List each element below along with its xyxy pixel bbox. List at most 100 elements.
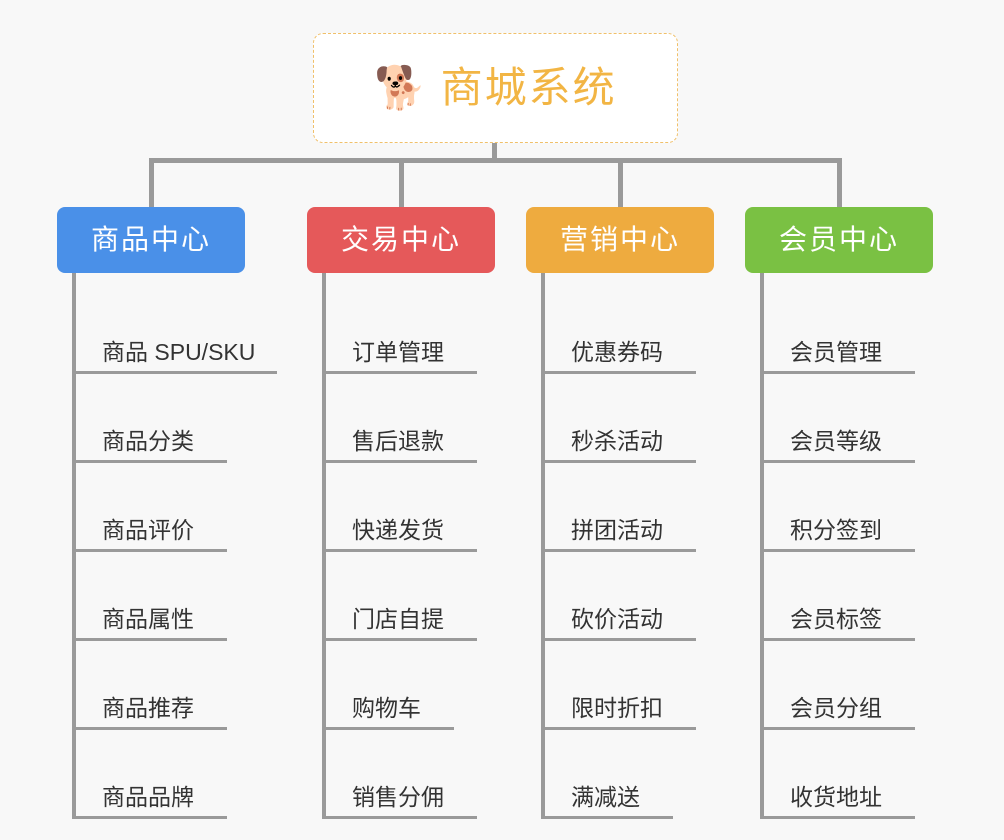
leaf-item[interactable]: 会员等级 — [760, 374, 933, 463]
leaf-label: 砍价活动 — [571, 606, 663, 632]
leaf-item[interactable]: 会员管理 — [760, 285, 933, 374]
leaf-label: 会员等级 — [790, 428, 882, 454]
leaf-item[interactable]: 限时折扣 — [541, 641, 714, 730]
leaf-underline — [322, 460, 477, 463]
leaf-underline — [72, 460, 227, 463]
column-spine-connector — [322, 273, 326, 819]
leaf-underline — [322, 371, 477, 374]
leaf-label: 销售分佣 — [352, 784, 444, 810]
leaf-item[interactable]: 售后退款 — [322, 374, 495, 463]
leaf-underline — [541, 549, 696, 552]
leaf-underline — [72, 371, 277, 374]
leaf-list: 订单管理售后退款快递发货门店自提购物车销售分佣 — [322, 273, 495, 819]
leaf-label: 会员标签 — [790, 606, 882, 632]
leaf-label: 满减送 — [571, 784, 640, 810]
leaf-list: 优惠券码秒杀活动拼团活动砍价活动限时折扣满减送 — [541, 273, 714, 819]
root-trunk-connector — [492, 143, 497, 163]
leaf-item[interactable]: 购物车 — [322, 641, 495, 730]
leaf-label: 商品推荐 — [102, 695, 194, 721]
leaf-label: 订单管理 — [352, 339, 444, 365]
category-label: 营销中心 — [559, 224, 680, 255]
leaf-label: 秒杀活动 — [571, 428, 663, 454]
branch-drop-connector — [399, 158, 404, 208]
leaf-label: 会员管理 — [790, 339, 882, 365]
leaf-item[interactable]: 会员分组 — [760, 641, 933, 730]
leaf-item[interactable]: 满减送 — [541, 730, 714, 819]
leaf-label: 限时折扣 — [571, 695, 663, 721]
leaf-item[interactable]: 订单管理 — [322, 285, 495, 374]
leaf-underline — [72, 816, 227, 819]
root-title: 商城系统 — [440, 64, 617, 111]
leaf-item[interactable]: 商品品牌 — [72, 730, 245, 819]
leaf-label: 会员分组 — [790, 695, 882, 721]
leaf-label: 收货地址 — [790, 784, 882, 810]
category-label: 会员中心 — [778, 224, 899, 255]
leaf-underline — [72, 727, 227, 730]
leaf-label: 门店自提 — [352, 606, 444, 632]
category-label: 交易中心 — [340, 224, 461, 255]
leaf-list: 商品 SPU/SKU 商品分类商品评价商品属性商品推荐商品品牌 — [72, 273, 277, 819]
leaf-underline — [541, 460, 696, 463]
leaf-label: 优惠券码 — [571, 339, 663, 365]
leaf-item[interactable]: 拼团活动 — [541, 463, 714, 552]
leaf-item[interactable]: 会员标签 — [760, 552, 933, 641]
column-spine-connector — [760, 273, 764, 819]
leaf-underline — [541, 638, 696, 641]
leaf-underline — [760, 727, 915, 730]
leaf-label: 商品属性 — [102, 606, 194, 632]
category-box[interactable]: 会员中心 — [745, 207, 933, 273]
leaf-label: 拼团活动 — [571, 517, 663, 543]
leaf-item[interactable]: 商品分类 — [72, 374, 245, 463]
root-node[interactable]: 🐕 商城系统 — [313, 33, 678, 143]
category-box[interactable]: 营销中心 — [526, 207, 714, 273]
leaf-item[interactable]: 商品属性 — [72, 552, 245, 641]
leaf-underline — [322, 727, 454, 730]
leaf-underline — [760, 549, 915, 552]
category-box[interactable]: 交易中心 — [307, 207, 495, 273]
leaf-item[interactable]: 秒杀活动 — [541, 374, 714, 463]
column-spine-connector — [72, 273, 76, 819]
branch-drop-connector — [837, 158, 842, 208]
leaf-label: 商品品牌 — [102, 784, 194, 810]
leaf-underline — [72, 549, 227, 552]
leaf-label: 积分签到 — [790, 517, 882, 543]
leaf-list: 会员管理会员等级积分签到会员标签会员分组收货地址 — [760, 273, 933, 819]
category-box[interactable]: 商品中心 — [57, 207, 245, 273]
leaf-item[interactable]: 销售分佣 — [322, 730, 495, 819]
leaf-item[interactable]: 商品评价 — [72, 463, 245, 552]
leaf-label: 快递发货 — [352, 517, 444, 543]
horizontal-bus-connector — [150, 158, 842, 163]
leaf-underline — [760, 460, 915, 463]
branch-drop-connector — [618, 158, 623, 208]
column-spine-connector — [541, 273, 545, 819]
leaf-label: 商品 SPU/SKU — [102, 339, 256, 365]
leaf-underline — [760, 371, 915, 374]
leaf-item[interactable]: 商品 SPU/SKU — [72, 285, 277, 374]
leaf-item[interactable]: 优惠券码 — [541, 285, 714, 374]
leaf-underline — [541, 727, 696, 730]
leaf-label: 商品分类 — [102, 428, 194, 454]
leaf-underline — [322, 816, 477, 819]
leaf-item[interactable]: 收货地址 — [760, 730, 933, 819]
leaf-underline — [760, 638, 915, 641]
leaf-item[interactable]: 砍价活动 — [541, 552, 714, 641]
leaf-label: 商品评价 — [102, 517, 194, 543]
category-column-2: 交易中心订单管理售后退款快递发货门店自提购物车销售分佣 — [307, 207, 495, 819]
category-label: 商品中心 — [90, 224, 211, 255]
branch-drop-connector — [149, 158, 154, 208]
leaf-item[interactable]: 商品推荐 — [72, 641, 245, 730]
category-column-3: 营销中心优惠券码秒杀活动拼团活动砍价活动限时折扣满减送 — [526, 207, 714, 819]
leaf-underline — [322, 638, 477, 641]
leaf-underline — [541, 371, 696, 374]
leaf-underline — [322, 549, 477, 552]
leaf-item[interactable]: 积分签到 — [760, 463, 933, 552]
category-column-4: 会员中心会员管理会员等级积分签到会员标签会员分组收货地址 — [745, 207, 933, 819]
leaf-label: 售后退款 — [352, 428, 444, 454]
leaf-item[interactable]: 快递发货 — [322, 463, 495, 552]
category-column-1: 商品中心商品 SPU/SKU 商品分类商品评价商品属性商品推荐商品品牌 — [57, 207, 277, 819]
leaf-item[interactable]: 门店自提 — [322, 552, 495, 641]
leaf-underline — [760, 816, 915, 819]
leaf-label: 购物车 — [352, 695, 421, 721]
dog-face-icon: 🐕 — [374, 63, 427, 112]
